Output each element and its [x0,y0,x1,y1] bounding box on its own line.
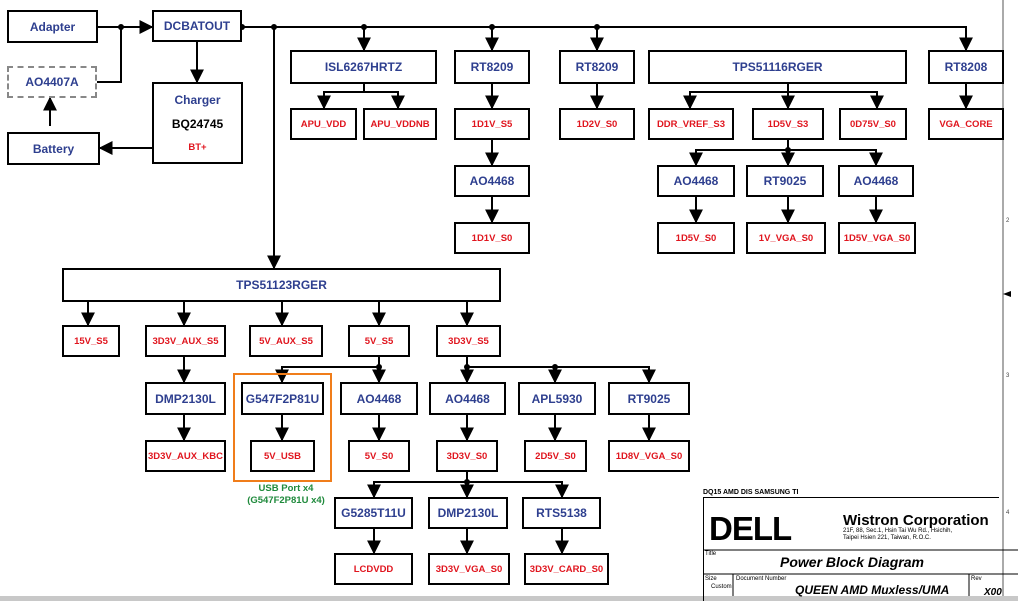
rt8209-a-regulator: RT8209 [454,50,530,84]
tps51116-controller: TPS51116RGER [648,50,907,84]
adapter-block: Adapter [7,10,98,43]
5v-s0-rail: 5V_S0 [348,440,410,472]
15v-s5-rail: 15V_S5 [62,325,120,357]
1d1v-s0-rail: 1D1V_S0 [454,222,530,254]
2d5v-s0-rail: 2D5V_S0 [524,440,587,472]
address-line1: 21F, 88, Sec.1, Hsin Tai Wu Rd., Hsichih… [843,528,953,534]
address-line2: Taipei Hsien 221, Taiwan, R.O.C. [843,535,931,541]
ao4468-b-switch: AO4468 [657,165,735,197]
ao4468-e-switch: AO4468 [429,382,506,415]
margin-tick-2: 2 [1006,218,1010,224]
1d2v-s0-rail: 1D2V_S0 [559,108,635,140]
usb-note-line2: (G547F2P81U x4) [247,495,325,506]
apu-vddnb-rail: APU_VDDNB [363,108,437,140]
1d8v-vga-s0-rail: 1D8V_VGA_S0 [608,440,690,472]
rt8209-b-regulator: RT8209 [559,50,635,84]
vga-core-rail: VGA_CORE [928,108,1004,140]
0d75v-s0-rail: 0D75V_S0 [839,108,907,140]
rt8208-regulator: RT8208 [928,50,1004,84]
5v-usb-rail: 5V_USB [250,440,315,472]
isl6267-controller: ISL6267HRTZ [290,50,437,84]
1d5v-s0-rail: 1D5V_S0 [657,222,735,254]
3d3v-s0-rail: 3D3V_S0 [436,440,498,472]
3d3v-aux-s5-rail: 3D3V_AUX_S5 [145,325,226,357]
rt9025-a-regulator: RT9025 [746,165,824,197]
dell-logo: DELL [709,510,792,547]
apu-vdd-rail: APU_VDD [290,108,357,140]
rt9025-b-regulator: RT9025 [608,382,690,415]
ao4407a-switch: AO4407A [7,66,97,98]
document-number: QUEEN AMD Muxless/UMA [795,583,950,597]
3d3v-aux-kbc-rail: 3D3V_AUX_KBC [145,440,226,472]
margin-tick-3: 3 [1006,373,1010,379]
charger-rail: BT+ [188,141,207,153]
rev-label: Rev [971,576,982,582]
project-header: DQ15 AMD DIS SAMSUNG TI [703,489,799,496]
margin-tick-4: 4 [1006,510,1010,516]
tps51123-controller: TPS51123RGER [62,268,501,302]
ddr-vref-s3-rail: DDR_VREF_S3 [648,108,734,140]
title-block [703,497,999,601]
size-label: Size [705,576,717,582]
dmp2130l-b-switch: DMP2130L [428,497,508,529]
charger-part: BQ24745 [171,117,224,132]
lcdvdd-rail: LCDVDD [334,553,413,585]
3d3v-s5-rail: 3D3V_S5 [436,325,501,357]
document-title: Power Block Diagram [780,554,924,570]
rts5138-controller: RTS5138 [522,497,601,529]
ao4468-c-switch: AO4468 [838,165,914,197]
usb-port-highlight [233,373,332,482]
3d3v-card-s0-rail: 3D3V_CARD_S0 [524,553,609,585]
company-name: Wistron Corporation [843,512,989,529]
apl5930-regulator: APL5930 [518,382,596,415]
dmp2130l-a-switch: DMP2130L [145,382,226,415]
1v-vga-s0-rail: 1V_VGA_S0 [746,222,826,254]
title-label: Title [705,551,717,557]
size-value: Custom [711,584,732,590]
5v-aux-s5-rail: 5V_AUX_S5 [249,325,323,357]
ao4468-d-switch: AO4468 [340,382,418,415]
1d5v-s3-rail: 1D5V_S3 [752,108,824,140]
dcbatout-rail: DCBATOUT [152,10,242,42]
g5285t11u-switch: G5285T11U [334,497,413,529]
charger-block: Charger BQ24745 BT+ [152,82,243,164]
charger-title: Charger [174,93,221,108]
3d3v-vga-s0-rail: 3D3V_VGA_S0 [428,553,510,585]
revision-value: X00 [984,587,1002,598]
docnum-label: Document Number [736,576,787,582]
5v-s5-rail: 5V_S5 [348,325,410,357]
usb-note-line1: USB Port x4 [258,483,314,494]
1d1v-s5-rail: 1D1V_S5 [454,108,530,140]
1d5v-vga-s0-rail: 1D5V_VGA_S0 [838,222,916,254]
battery-block: Battery [7,132,100,165]
g547f2p81u-switch: G547F2P81U [241,382,324,415]
company-address: 21F, 88, Sec.1, Hsin Tai Wu Rd., Hsichih… [843,528,952,542]
ao4468-a-switch: AO4468 [454,165,530,197]
usb-port-note: USB Port x4 (G547F2P81U x4) [236,483,336,507]
